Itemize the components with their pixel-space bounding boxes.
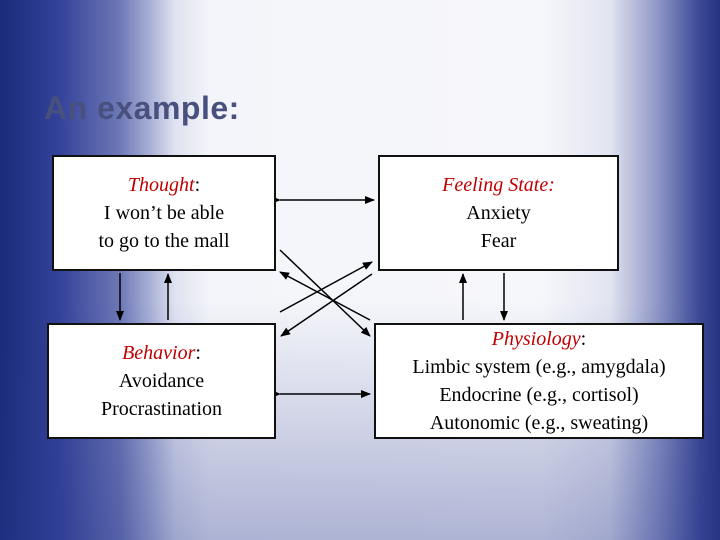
thought-line-2: to go to the mall: [98, 230, 230, 252]
behavior-heading: Behavior: [122, 342, 196, 364]
feeling-line-2: Fear: [480, 230, 517, 252]
physiology-box: Physiology: Limbic system (e.g., amygdal…: [374, 323, 704, 439]
physiology-heading-line: Physiology:: [376, 325, 702, 353]
behavior-line-2: Procrastination: [100, 398, 223, 420]
arrow-thought-physiology: [279, 249, 371, 337]
feeling-state-box: Feeling State: Anxiety Fear: [378, 155, 619, 271]
physiology-line-2: Endocrine (e.g., cortisol): [439, 384, 639, 406]
feeling-heading: Feeling State:: [442, 174, 555, 196]
physiology-heading: Physiology: [491, 328, 581, 350]
physiology-line-1: Limbic system (e.g., amygdala): [412, 356, 666, 378]
arrow-behavior-feeling: [279, 261, 373, 313]
arrow-feeling-behavior: [280, 273, 373, 337]
feeling-heading-line: Feeling State:: [380, 171, 617, 199]
behavior-box: Behavior: Avoidance Procrastination: [47, 323, 276, 439]
thought-heading-colon: :: [194, 174, 201, 196]
slide-title: An example:: [44, 90, 240, 126]
behavior-line-1: Avoidance: [118, 370, 205, 392]
thought-heading-line: Thought:: [54, 171, 274, 199]
physiology-heading-colon: :: [580, 328, 587, 350]
physiology-line-3: Autonomic (e.g., sweating): [429, 412, 649, 434]
behavior-heading-colon: :: [195, 342, 201, 364]
thought-heading: Thought: [127, 174, 195, 196]
behavior-heading-line: Behavior:: [49, 339, 274, 367]
arrow-physiology-thought: [279, 271, 371, 321]
feeling-line-1: Anxiety: [466, 202, 531, 224]
thought-line-1: I won’t be able: [103, 202, 225, 224]
thought-box: Thought: I won’t be able to go to the ma…: [52, 155, 276, 271]
